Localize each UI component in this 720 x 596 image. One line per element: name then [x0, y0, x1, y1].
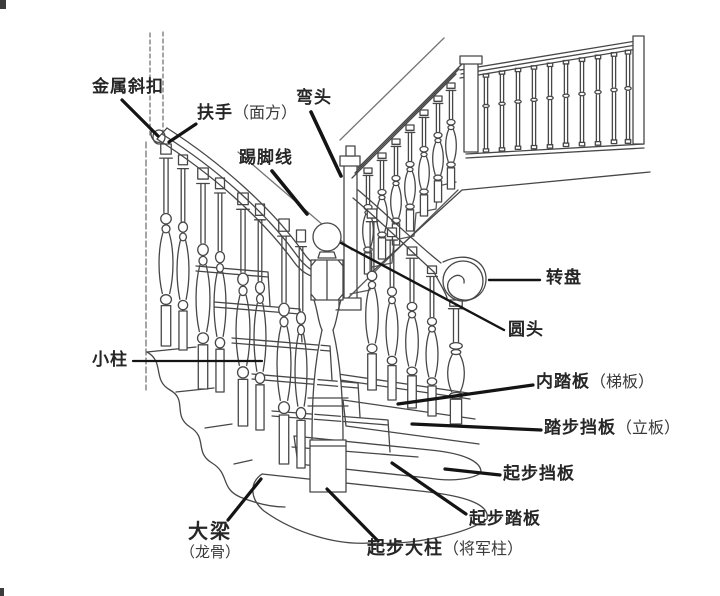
label-starting-riser: 起步挡板: [503, 464, 575, 484]
upper-flight-rail: [338, 63, 463, 311]
label-skirting-line: 踢脚线: [239, 148, 293, 168]
label-round-head: 圆头: [508, 320, 544, 340]
upper-newel-post: [463, 61, 479, 153]
label-starting-newel: 起步大柱（将军柱）: [367, 538, 524, 559]
leader-inner-tread: [396, 383, 535, 406]
scalloped-stringer: [146, 351, 286, 508]
leader-step-riser: [410, 422, 543, 432]
corner-artifact-top: [0, 0, 6, 9]
wall-lines: [145, 31, 445, 391]
volute-rail: [352, 189, 487, 302]
leader-starting-tread: [390, 461, 468, 516]
label-elbow: 弯头: [296, 88, 332, 108]
label-starting-tread: 起步踏板: [469, 509, 541, 529]
leader-round-head: [339, 241, 506, 332]
leader-metal-bracket: [120, 98, 160, 138]
label-handrail: 扶手（面方）: [197, 103, 298, 123]
leader-skirting: [270, 169, 309, 216]
label-main-beam: 大梁 （龙骨）: [179, 519, 240, 561]
upper-flight-balusters: [362, 82, 457, 275]
starting-newel-post: [307, 222, 349, 493]
leader-handrail: [167, 122, 198, 144]
corner-post: [343, 161, 358, 309]
upper-balustrade: [459, 35, 645, 153]
upper-floor-lines: [371, 143, 651, 273]
label-inner-tread: 内踏板（梯板）: [536, 372, 655, 392]
label-step-riser: 踏步挡板（立板）: [544, 418, 681, 438]
leader-starting-riser: [443, 467, 502, 477]
label-small-post: 小柱: [92, 350, 128, 370]
leader-lines: [120, 98, 543, 543]
leader-main-beam: [226, 477, 263, 522]
corner-artifact-bottom: [0, 588, 4, 596]
volute-spiral: [442, 256, 487, 301]
base-step: [252, 473, 488, 545]
lower-steps: [146, 265, 419, 508]
leader-starting-newel: [325, 487, 380, 543]
leader-elbow: [309, 110, 343, 178]
label-volute: 转盘: [546, 268, 582, 288]
label-metal-bracket: 金属斜扣: [92, 77, 164, 97]
